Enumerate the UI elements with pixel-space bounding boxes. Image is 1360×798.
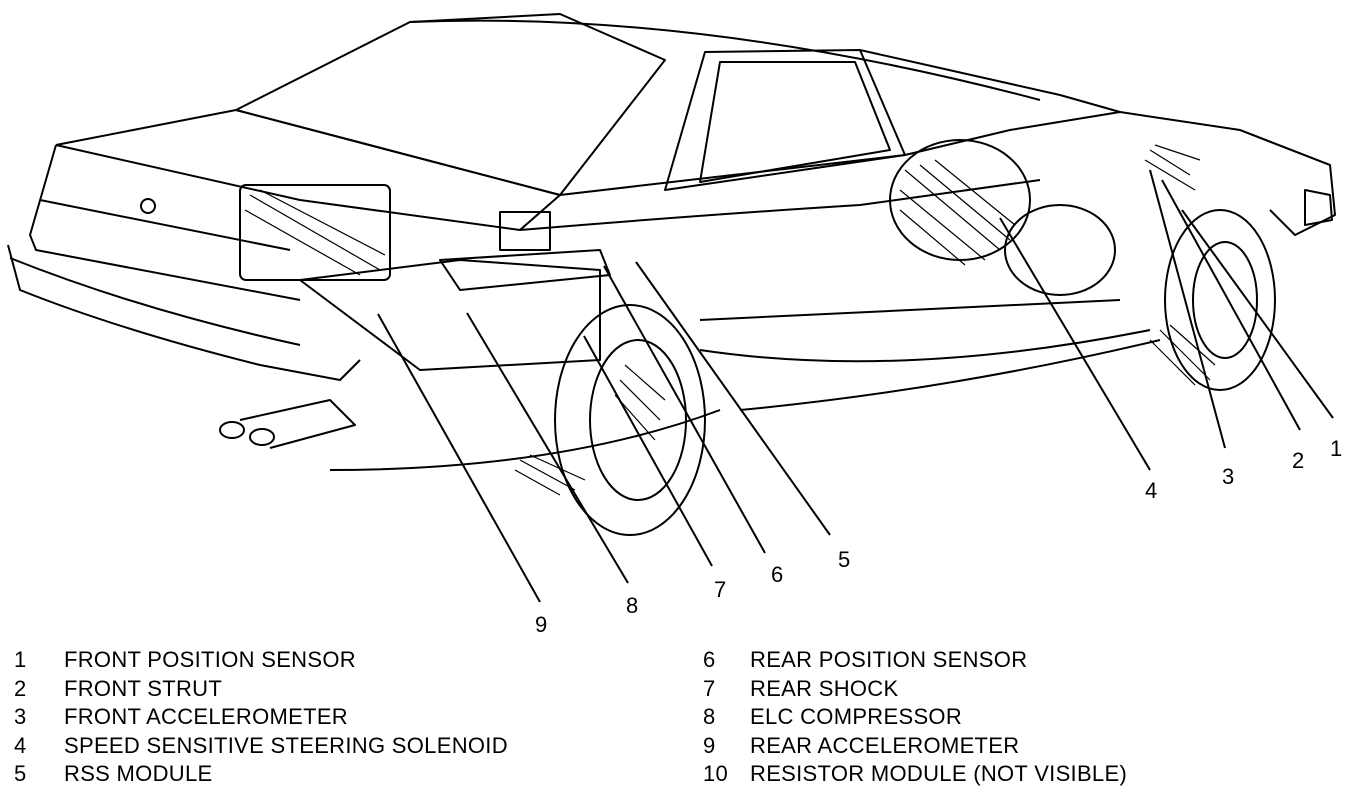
- legend-number: 1: [14, 647, 27, 673]
- callout-5: 5: [838, 547, 850, 572]
- legend-item: 5 RSS MODULE: [14, 760, 508, 789]
- legend-column-left: 1 FRONT POSITION SENSOR 2 FRONT STRUT 3 …: [14, 646, 508, 789]
- legend-item: 4 SPEED SENSITIVE STEERING SOLENOID: [14, 732, 508, 761]
- legend-label: REAR ACCELEROMETER: [750, 732, 1020, 758]
- leader-6: [603, 265, 766, 554]
- legend-number: 10: [703, 761, 729, 787]
- legend-label: FRONT POSITION SENSOR: [64, 647, 356, 673]
- legend-label: RESISTOR MODULE (NOT VISIBLE): [750, 761, 1128, 787]
- legend-item: 8 ELC COMPRESSOR: [703, 703, 1127, 732]
- callout-6: 6: [771, 562, 783, 587]
- mechanical-detail-hatching: [244, 144, 1216, 496]
- legend-number: 5: [14, 761, 27, 787]
- parts-legend: 1 FRONT POSITION SENSOR 2 FRONT STRUT 3 …: [0, 646, 1360, 798]
- callout-numbers: 1 2 3 4 5 6 7 8 9: [535, 436, 1342, 637]
- legend-item: 6 REAR POSITION SENSOR: [703, 646, 1127, 675]
- callout-8: 8: [626, 593, 638, 618]
- legend-item: 2 FRONT STRUT: [14, 675, 508, 704]
- legend-number: 2: [14, 675, 27, 701]
- car-body-outline: [7, 13, 1336, 536]
- legend-item: 9 REAR ACCELEROMETER: [703, 732, 1127, 761]
- legend-label: FRONT STRUT: [64, 675, 223, 701]
- leader-1: [1181, 209, 1334, 419]
- legend-label: ELC COMPRESSOR: [750, 704, 963, 730]
- legend-item: 7 REAR SHOCK: [703, 675, 1127, 704]
- callout-leader-lines: [377, 169, 1334, 603]
- leader-9: [377, 313, 541, 603]
- leader-3: [1149, 169, 1226, 449]
- legend-number: 9: [703, 732, 716, 758]
- leader-4: [999, 217, 1151, 471]
- callout-9: 9: [535, 612, 547, 637]
- car-suspension-illustration: 1 2 3 4 5 6 7 8 9: [7, 13, 1342, 637]
- legend-item: 1 FRONT POSITION SENSOR: [14, 646, 508, 675]
- legend-label: FRONT ACCELEROMETER: [64, 704, 348, 730]
- legend-item: 3 FRONT ACCELEROMETER: [14, 703, 508, 732]
- leader-7: [583, 335, 713, 567]
- callout-3: 3: [1222, 464, 1234, 489]
- legend-label: SPEED SENSITIVE STEERING SOLENOID: [64, 732, 508, 758]
- legend-label: REAR SHOCK: [750, 675, 899, 701]
- legend-number: 6: [703, 647, 716, 673]
- legend-number: 4: [14, 732, 27, 758]
- callout-7: 7: [714, 577, 726, 602]
- legend-number: 3: [14, 704, 27, 730]
- legend-column-right: 6 REAR POSITION SENSOR 7 REAR SHOCK 8 EL…: [703, 646, 1127, 789]
- leader-5: [635, 261, 831, 536]
- callout-2: 2: [1292, 448, 1304, 473]
- callout-4: 4: [1145, 478, 1157, 503]
- legend-number: 7: [703, 675, 716, 701]
- callout-1: 1: [1330, 436, 1342, 461]
- leader-8: [466, 312, 629, 584]
- legend-label: RSS MODULE: [64, 761, 213, 787]
- leader-2: [1161, 179, 1301, 431]
- legend-label: REAR POSITION SENSOR: [750, 647, 1028, 673]
- legend-item: 10 RESISTOR MODULE (NOT VISIBLE): [703, 760, 1127, 789]
- legend-number: 8: [703, 704, 716, 730]
